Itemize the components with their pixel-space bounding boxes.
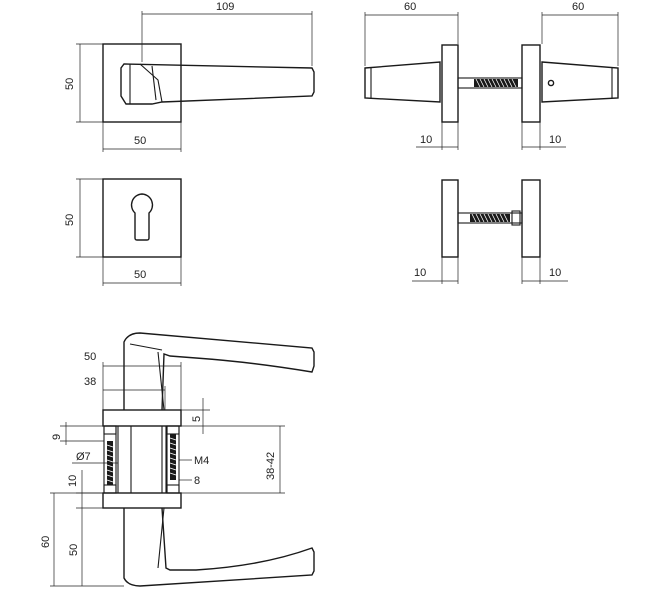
dim-side-10-right: 10 (549, 134, 561, 146)
dim-lower-10-right: 10 (549, 267, 561, 279)
rose-outline (102, 178, 182, 258)
dim-front-m4: M4 (194, 455, 209, 467)
left-knob (364, 61, 441, 103)
dim-top-50-height: 50 (64, 78, 76, 90)
top-handle-view: 109 50 50 (64, 1, 315, 152)
dim-rose-50-height: 50 (64, 214, 76, 226)
lower-left-rose (441, 179, 459, 258)
dim-rose-50-width: 50 (134, 269, 146, 281)
lower-right-rose (521, 179, 541, 258)
side-knob-view: 60 60 10 10 (364, 1, 619, 150)
dim-front-5: 5 (191, 416, 203, 422)
dim-front-10: 10 (67, 475, 79, 487)
dim-front-60: 60 (40, 536, 52, 548)
dim-side-60-right: 60 (572, 1, 584, 13)
top-handle-outline (120, 63, 315, 105)
side-rose-view: 10 10 (412, 179, 568, 284)
rose-keyhole-view: 50 50 (64, 178, 182, 286)
dim-front-38: 38 (84, 376, 96, 388)
keyhole-outline (130, 193, 154, 241)
dim-front-50-bottom: 50 (68, 544, 80, 556)
dim-front-door: 38-42 (265, 452, 277, 480)
dim-front-bore: Ø7 (76, 451, 91, 463)
lower-rose (102, 492, 182, 509)
dim-front-50: 50 (84, 351, 96, 363)
dim-top-50-width: 50 (134, 135, 146, 147)
left-rose (441, 44, 459, 123)
assembly-section-view: 50 38 5 9 Ø7 M4 8 38-42 10 60 50 (40, 332, 315, 587)
dim-side-60-left: 60 (404, 1, 416, 13)
dim-lower-10-left: 10 (414, 267, 426, 279)
upper-lever (123, 332, 315, 411)
dim-side-10-left: 10 (420, 134, 432, 146)
dim-front-8: 8 (194, 475, 200, 487)
dim-front-9: 9 (51, 434, 63, 440)
dim-109: 109 (216, 1, 234, 13)
lock-screw (547, 79, 555, 87)
upper-rose (102, 409, 182, 427)
right-knob (541, 61, 619, 103)
lower-lever (123, 507, 315, 587)
right-rose (521, 44, 541, 123)
